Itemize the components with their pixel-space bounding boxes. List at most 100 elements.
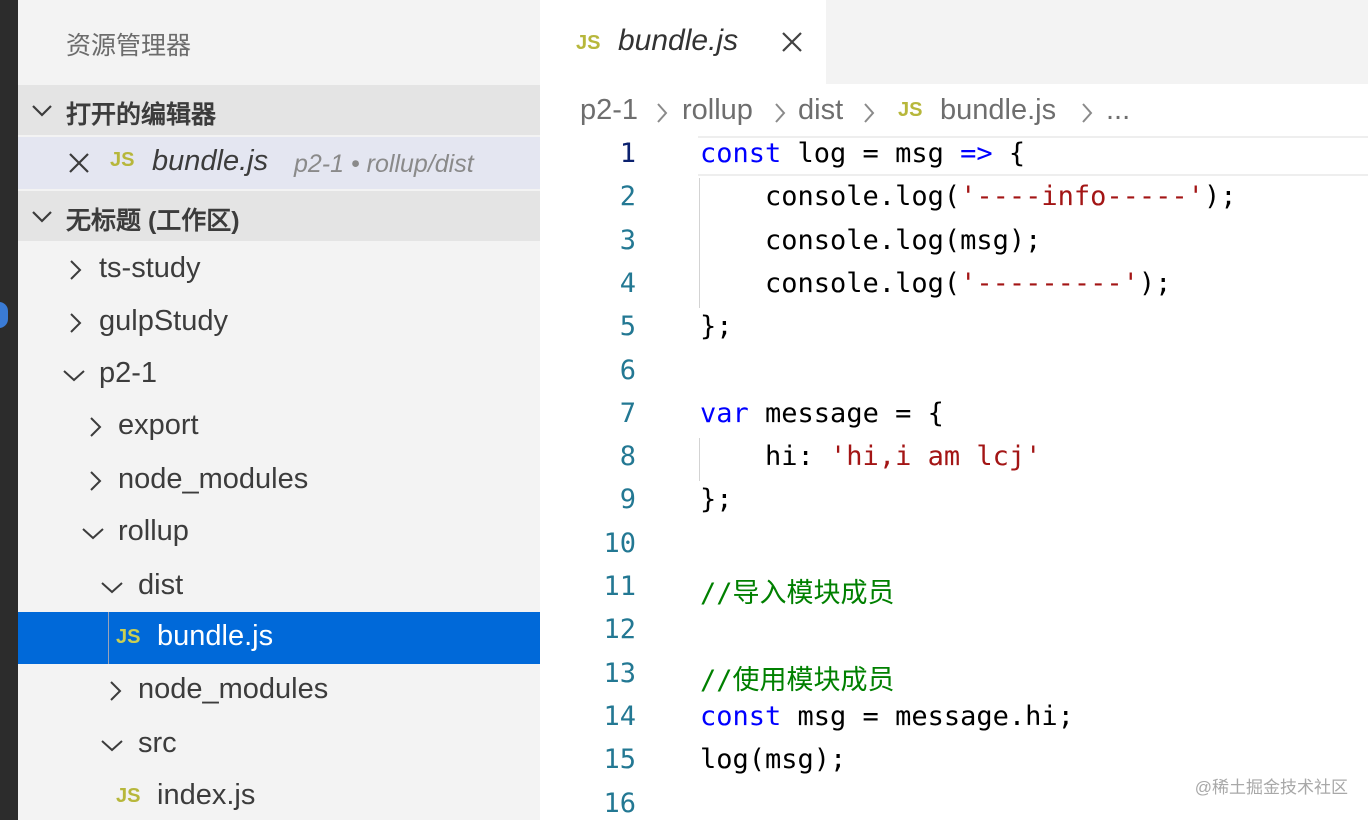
line-number: 4	[619, 267, 636, 299]
code-token: console.log(	[700, 267, 961, 299]
tree-folder-dist[interactable]: dist	[18, 561, 540, 613]
indent-guide	[699, 438, 700, 481]
code-text: };	[700, 311, 733, 342]
tree-folder-export[interactable]: export	[18, 401, 540, 453]
code-line[interactable]: 8 hi: 'hi,i am lcj'	[540, 439, 1368, 482]
indent-guide	[699, 178, 700, 308]
tree-file-bundle-js[interactable]: JS bundle.js	[18, 612, 540, 664]
code-text: log(msg);	[700, 744, 846, 775]
js-file-icon: JS	[116, 785, 141, 807]
chevron-down-icon	[32, 105, 52, 117]
code-line[interactable]: 4 console.log('---------');	[540, 266, 1368, 309]
explorer-title: 资源管理器	[66, 32, 192, 60]
code-token: hi:	[700, 441, 831, 473]
tree-item-label: export	[118, 409, 199, 441]
chevron-down-icon	[101, 582, 123, 594]
code-token: };	[700, 484, 733, 516]
js-file-icon: JS	[576, 32, 601, 54]
tree-folder-src[interactable]: src	[18, 719, 540, 771]
breadcrumb: p2-1 rollup dist JS bundle.js ...	[540, 84, 1368, 136]
code-line[interactable]: 11//导入模块成员	[540, 569, 1368, 612]
code-line[interactable]: 10	[540, 526, 1368, 569]
tab-bar: JS bundle.js	[540, 0, 1368, 84]
line-number: 12	[603, 614, 636, 646]
current-line-highlight	[698, 136, 1368, 176]
code-text: const log = msg => {	[700, 138, 1025, 169]
code-token: {	[992, 138, 1026, 169]
code-token: //使用模块成员	[700, 664, 895, 696]
tree-folder-rollup[interactable]: rollup	[18, 507, 540, 559]
breadcrumb-file[interactable]: bundle.js	[940, 94, 1057, 126]
chevron-right-icon	[70, 260, 82, 280]
code-line[interactable]: 9};	[540, 482, 1368, 525]
code-text: var message = {	[700, 398, 944, 429]
tree-folder-gulpstudy[interactable]: gulpStudy	[18, 297, 540, 349]
code-text: console.log(msg);	[700, 225, 1041, 256]
code-line[interactable]: 7 var message = {	[540, 396, 1368, 439]
code-token: const	[700, 700, 782, 732]
chevron-right-icon	[1082, 103, 1093, 123]
line-number: 9	[619, 484, 636, 516]
activity-badge[interactable]	[0, 302, 8, 328]
code-token: var	[700, 397, 749, 429]
breadcrumb-item[interactable]: p2-1	[580, 94, 639, 126]
chevron-right-icon	[110, 681, 122, 701]
section-workspace-label: 无标题 (工作区)	[66, 207, 240, 235]
activity-bar	[0, 0, 18, 820]
tree-item-label: ts-study	[99, 252, 201, 284]
code-token: log(msg);	[700, 744, 847, 776]
chevron-right-icon	[70, 313, 82, 333]
code-line[interactable]: 2 console.log('----info-----');	[540, 179, 1368, 222]
code-text: console.log('----info-----');	[700, 181, 1236, 212]
code-line[interactable]: 1 const log = msg => {	[540, 136, 1368, 179]
code-text: console.log('---------');	[700, 268, 1171, 299]
line-number: 5	[619, 311, 636, 343]
js-file-icon: JS	[898, 99, 923, 121]
section-open-editors[interactable]: 打开的编辑器	[18, 85, 540, 135]
close-icon[interactable]	[67, 151, 91, 175]
line-number: 7	[619, 397, 636, 429]
open-editor-item[interactable]: JS bundle.js p2-1 • rollup/dist	[18, 137, 540, 189]
js-file-icon: JS	[110, 149, 135, 171]
chevron-right-icon	[90, 417, 102, 437]
breadcrumb-item[interactable]: rollup	[682, 94, 753, 126]
close-icon[interactable]	[780, 30, 804, 54]
breadcrumb-ellipsis[interactable]: ...	[1106, 94, 1131, 126]
code-line[interactable]: 3 console.log(msg);	[540, 223, 1368, 266]
tree-file-index-js[interactable]: JS index.js	[18, 771, 540, 820]
explorer-sidebar: 资源管理器 打开的编辑器 JS bundle.js p2-1 • rollup/…	[18, 0, 540, 820]
code-token: log = msg	[781, 138, 961, 169]
tree-folder-node-modules[interactable]: node_modules	[18, 455, 540, 507]
code-line[interactable]: 5};	[540, 309, 1368, 352]
chevron-right-icon	[657, 103, 668, 123]
tree-folder-ts-study[interactable]: ts-study	[18, 244, 540, 296]
code-token: const	[700, 138, 782, 169]
code-line[interactable]: 12	[540, 612, 1368, 655]
tab-bundle-js[interactable]: JS bundle.js	[540, 0, 826, 84]
code-token: console.log(msg);	[700, 224, 1042, 256]
chevron-down-icon	[101, 740, 123, 752]
code-line[interactable]: 13 //使用模块成员	[540, 656, 1368, 699]
code-line[interactable]: 16	[540, 786, 1368, 829]
chevron-down-icon	[63, 370, 85, 382]
tab-title: bundle.js	[618, 24, 739, 57]
tree-item-label: index.js	[157, 779, 256, 811]
code-token: =>	[960, 138, 993, 169]
code-text: const msg = message.hi;	[700, 701, 1074, 732]
line-number: 13	[603, 657, 636, 689]
code-line[interactable]: 6	[540, 353, 1368, 396]
section-workspace[interactable]: 无标题 (工作区)	[18, 191, 540, 241]
tree-folder-p2-1[interactable]: p2-1	[18, 349, 540, 401]
tree-folder-node-modules[interactable]: node_modules	[18, 665, 540, 717]
tree-item-label: dist	[138, 569, 184, 601]
indent-guide	[108, 612, 109, 664]
code-token: 'hi,i am lcj'	[830, 441, 1042, 473]
line-number: 1	[619, 138, 636, 169]
line-number: 10	[603, 527, 636, 559]
code-text: hi: 'hi,i am lcj'	[700, 441, 1041, 472]
breadcrumb-item[interactable]: dist	[798, 94, 844, 126]
tree-item-label: bundle.js	[157, 620, 274, 652]
